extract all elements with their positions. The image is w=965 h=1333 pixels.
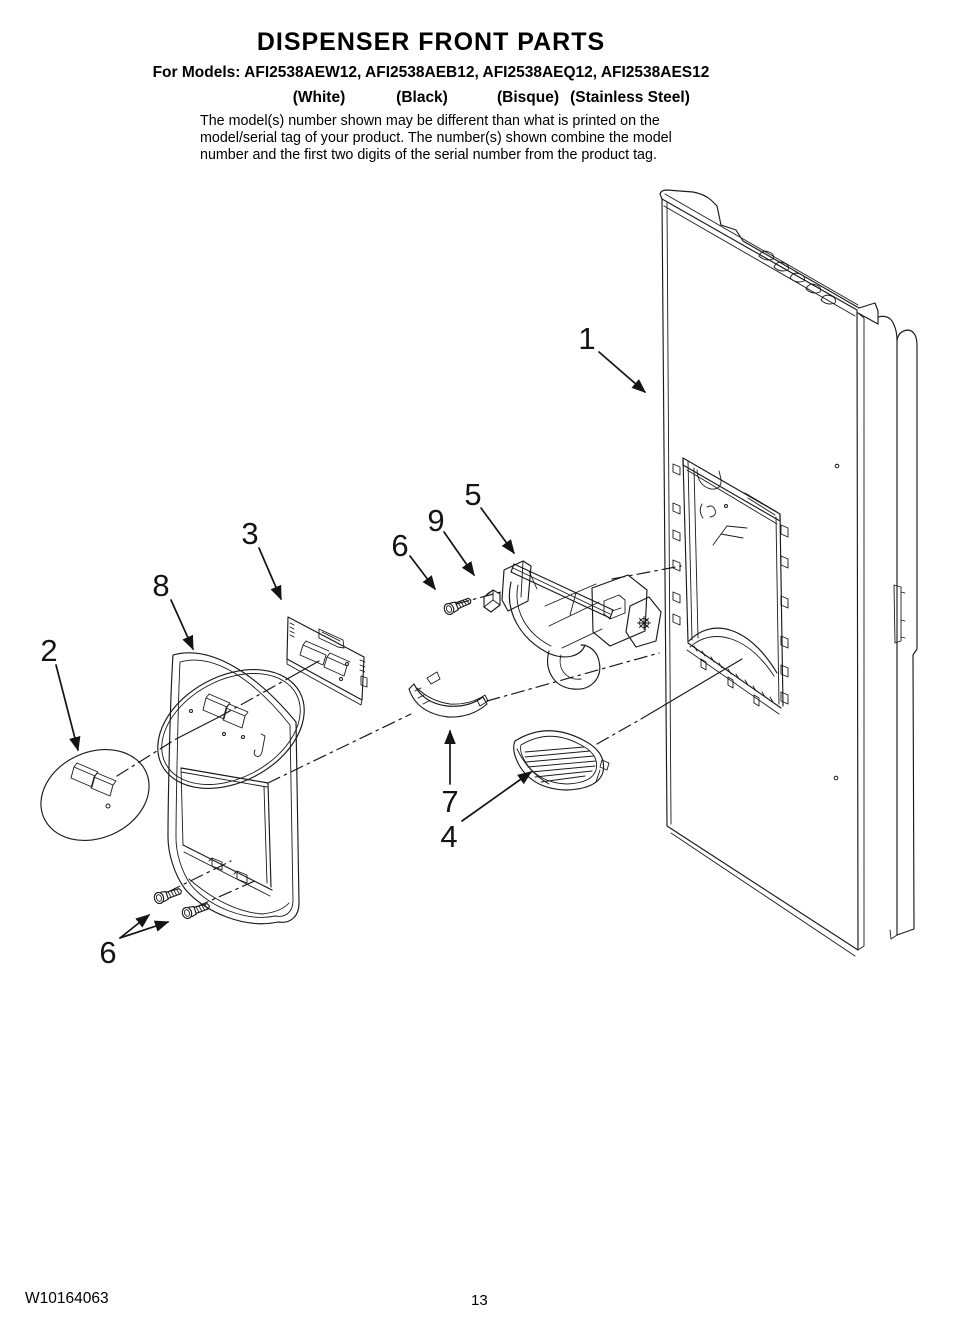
callout-arrow-6-lower-b <box>119 920 170 939</box>
callout-9: 9 <box>427 503 444 538</box>
model-disclaimer: The model(s) number shown may be differe… <box>200 113 680 164</box>
disclaimer-line-2: model/serial tag of your product. The nu… <box>200 129 672 146</box>
document-number: W10164063 <box>25 1290 109 1307</box>
callout-arrow-1 <box>598 351 647 393</box>
callout-6-lower: 6 <box>99 935 116 970</box>
dispenser-lens <box>40 749 150 841</box>
callout-5: 5 <box>464 477 481 512</box>
door-panel <box>659 189 918 957</box>
callout-arrow-9 <box>443 531 475 577</box>
disclaimer-line-3: number and the first two digits of the s… <box>200 146 657 163</box>
models-line: For Models: AFI2538AEW12, AFI2538AEB12, … <box>152 64 710 81</box>
door-dispenser-cutout <box>672 457 789 715</box>
page-number: 13 <box>471 1292 488 1309</box>
drip-tray-grille <box>513 730 610 791</box>
control-board <box>286 616 368 706</box>
callout-arrows <box>55 351 647 939</box>
callout-arrow-6-upper <box>409 555 436 591</box>
callout-1: 1 <box>578 321 595 356</box>
callout-arrow-2 <box>55 664 81 752</box>
finish-label-black: (Black) <box>396 89 448 106</box>
callout-3: 3 <box>241 516 258 551</box>
dispenser-facade <box>157 652 305 925</box>
actuator-clip <box>483 589 501 613</box>
finish-label-white: (White) <box>292 89 346 106</box>
callout-8: 8 <box>152 568 169 603</box>
finish-label-stainless: (Stainless Steel) <box>570 89 690 106</box>
callout-4: 4 <box>440 819 457 854</box>
callout-arrow-5 <box>480 507 515 555</box>
callout-arrow-3 <box>258 547 282 601</box>
mounting-screw-bottom-right <box>180 899 212 921</box>
callout-arrow-4 <box>461 771 533 822</box>
actuator-assembly <box>501 560 662 690</box>
disclaimer-line-1: The model(s) number shown may be differe… <box>200 113 660 129</box>
mounting-screw-top <box>442 594 474 617</box>
finish-label-bisque: (Bisque) <box>497 89 559 106</box>
dispenser-trim <box>408 671 489 718</box>
callout-7: 7 <box>441 784 458 819</box>
callout-arrow-8 <box>170 599 194 651</box>
alignment-lines <box>116 565 743 908</box>
mounting-screw-bottom-left <box>152 884 184 906</box>
callout-2: 2 <box>40 633 57 668</box>
callout-arrow-6-lower-a <box>119 914 151 939</box>
page-title: DISPENSER FRONT PARTS <box>256 28 606 56</box>
callout-6-upper: 6 <box>391 528 408 563</box>
